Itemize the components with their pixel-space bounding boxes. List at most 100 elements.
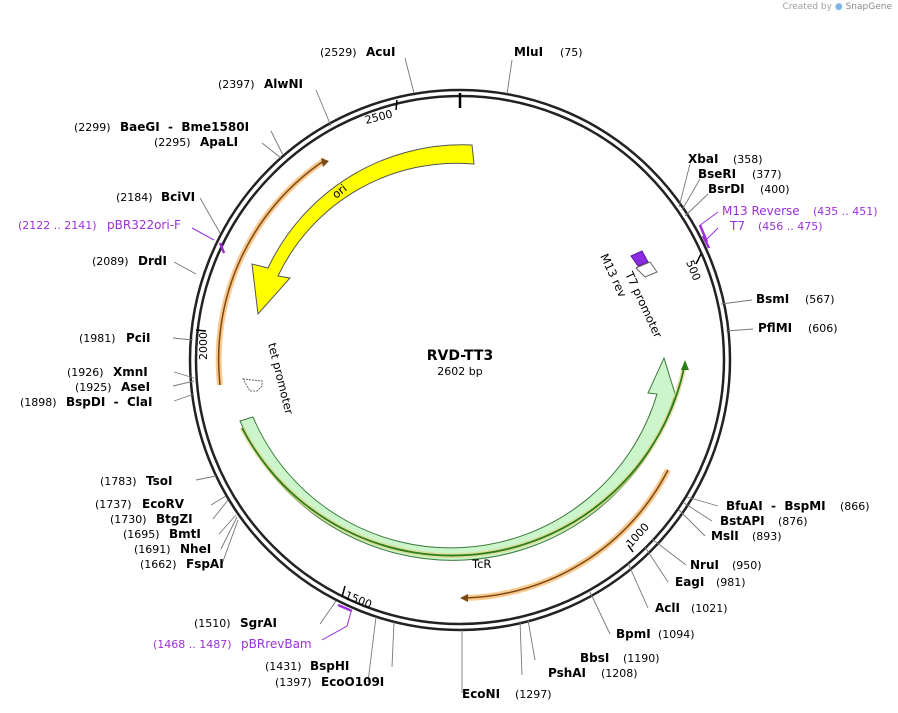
site-pos: (2089) bbox=[92, 255, 129, 268]
site-name: BtgZI bbox=[156, 512, 193, 526]
site-nrui[interactable]: NruI (950) bbox=[690, 558, 762, 572]
site-drdi[interactable]: (2089) DrdI bbox=[92, 254, 167, 268]
site-fspai[interactable]: (1662) FspAI bbox=[140, 557, 224, 571]
site-msli[interactable]: MslI (893) bbox=[711, 529, 782, 543]
site-nhei[interactable]: (1691) NheI bbox=[134, 542, 211, 556]
site-name: BsrDI bbox=[708, 182, 745, 196]
primer-name: pBR322ori-F bbox=[107, 218, 181, 232]
snapgene-credit: Created by ● SnapGene bbox=[782, 2, 892, 12]
site-pos: (866) bbox=[840, 500, 870, 513]
site-pos: (1925) bbox=[75, 381, 112, 394]
orf-right-line bbox=[464, 469, 669, 599]
site-pos: (2295) bbox=[154, 136, 191, 149]
site-acli[interactable]: AclI (1021) bbox=[655, 601, 728, 615]
orf-left-arrowhead bbox=[321, 158, 329, 167]
site-bsmi[interactable]: BsmI (567) bbox=[756, 292, 835, 306]
primer-pbrrevbam[interactable]: (1468 .. 1487) pBRrevBam bbox=[153, 611, 352, 651]
site-name: AlwNI bbox=[264, 77, 303, 91]
site-bbsi[interactable]: BbsI (1190) bbox=[580, 651, 660, 665]
site-pos: (1397) bbox=[275, 676, 312, 689]
site-tsoi[interactable]: (1783) TsoI bbox=[100, 474, 172, 488]
orf-left-line bbox=[217, 159, 326, 386]
site-name: EcoO109I bbox=[321, 675, 384, 689]
site-ecoo109i[interactable]: (1397) EcoO109I bbox=[275, 675, 384, 689]
site-name: PciI bbox=[126, 331, 151, 345]
site-ecorv[interactable]: (1737) EcoRV bbox=[95, 497, 185, 511]
site-name: PshAI bbox=[548, 666, 586, 680]
tet-promoter-feature[interactable]: tet promoter bbox=[242, 341, 296, 416]
site-baegi-bme1580i[interactable]: (2299) BaeGI - Bme1580I bbox=[74, 120, 249, 134]
site-pos: (1926) bbox=[67, 366, 104, 379]
ori-feature[interactable]: ori bbox=[251, 144, 475, 316]
site-eagi[interactable]: EagI (981) bbox=[675, 575, 746, 589]
t7-promoter-feature[interactable]: T7 promoter bbox=[622, 261, 665, 340]
tick-2000: 2000 bbox=[197, 332, 210, 360]
site-name: XmnI bbox=[113, 365, 148, 379]
site-pos: (377) bbox=[752, 168, 782, 181]
site-pos: (1783) bbox=[100, 475, 137, 488]
primer-name: T7 bbox=[729, 219, 745, 233]
primer-markers bbox=[218, 224, 711, 613]
primer-t7[interactable]: T7 (456 .. 475) bbox=[705, 219, 823, 241]
site-pos: (2184) bbox=[116, 191, 153, 204]
site-name: PflMI bbox=[758, 321, 792, 335]
site-name: BaeGI - Bme1580I bbox=[120, 120, 249, 134]
site-pos: (1898) bbox=[20, 396, 57, 409]
site-asei[interactable]: (1925) AseI bbox=[75, 380, 150, 394]
plasmid-length: 2602 bp bbox=[437, 365, 482, 378]
site-name: BbsI bbox=[580, 651, 609, 665]
site-name: EagI bbox=[675, 575, 704, 589]
site-btgzi[interactable]: (1730) BtgZI bbox=[110, 512, 193, 526]
primer-m13-reverse[interactable]: M13 Reverse (435 .. 451) bbox=[698, 204, 878, 227]
site-name: BspHI bbox=[310, 659, 349, 673]
site-sgrai[interactable]: (1510) SgrAI bbox=[194, 616, 277, 630]
orf-green-glow bbox=[239, 367, 687, 558]
site-pflmi[interactable]: PflMI (606) bbox=[758, 321, 838, 335]
site-xmni[interactable]: (1926) XmnI bbox=[67, 365, 148, 379]
tcr-label: TcR bbox=[471, 557, 491, 571]
site-econi[interactable]: EcoNI (1297) bbox=[462, 687, 552, 701]
tet-promoter-label: tet promoter bbox=[265, 341, 296, 416]
site-xbai[interactable]: XbaI (358) bbox=[688, 152, 763, 166]
site-pcii[interactable]: (1981) PciI bbox=[79, 331, 151, 345]
primer-pbr322ori-f[interactable]: (2122 .. 2141) pBR322ori-F bbox=[18, 218, 215, 241]
primer-range: (1468 .. 1487) bbox=[153, 638, 232, 651]
site-acui[interactable]: (2529) AcuI bbox=[320, 45, 395, 59]
site-bfuai-bspmi[interactable]: BfuAI - BspMI (866) bbox=[726, 499, 870, 513]
site-pos: (1297) bbox=[515, 688, 552, 701]
site-mlui[interactable]: MluI (75) bbox=[514, 45, 583, 59]
site-name: BspDI - ClaI bbox=[66, 395, 152, 409]
site-bmti[interactable]: (1695) BmtI bbox=[123, 527, 201, 541]
site-name: AseI bbox=[121, 380, 150, 394]
site-pos: (2397) bbox=[218, 78, 255, 91]
credit-prefix: Created by bbox=[782, 2, 832, 12]
site-bcivi[interactable]: (2184) BciVI bbox=[116, 190, 195, 204]
site-alwni[interactable]: (2397) AlwNI bbox=[218, 77, 303, 91]
site-bspdi-clai[interactable]: (1898) BspDI - ClaI bbox=[20, 395, 152, 409]
site-name: AclI bbox=[655, 601, 680, 615]
site-name: EcoNI bbox=[462, 687, 500, 701]
site-name: MluI bbox=[514, 45, 543, 59]
primer-range: (456 .. 475) bbox=[758, 220, 823, 233]
tick-500: 500 bbox=[683, 258, 703, 282]
site-name: BpmI bbox=[616, 627, 651, 641]
credit-brand: SnapGene bbox=[845, 2, 892, 12]
site-pshai[interactable]: PshAI (1208) bbox=[548, 666, 638, 680]
site-name: MslI bbox=[711, 529, 739, 543]
site-name: NruI bbox=[690, 558, 719, 572]
site-name: XbaI bbox=[688, 152, 718, 166]
site-pos: (75) bbox=[560, 46, 583, 59]
site-bsphi[interactable]: (1431) BspHI bbox=[265, 659, 349, 673]
site-leaders bbox=[172, 57, 754, 693]
snapgene-logo-icon: ● bbox=[834, 2, 843, 12]
site-bsrdi[interactable]: BsrDI (400) bbox=[708, 182, 790, 196]
site-pos: (1737) bbox=[95, 498, 132, 511]
site-pos: (1208) bbox=[601, 667, 638, 680]
site-pos: (1094) bbox=[658, 628, 695, 641]
site-bseri[interactable]: BseRI (377) bbox=[698, 167, 782, 181]
site-pos: (2299) bbox=[74, 121, 111, 134]
site-apali[interactable]: (2295) ApaLI bbox=[154, 135, 238, 149]
restriction-sites: MluI (75) XbaI (358) BseRI (377) BsrDI (… bbox=[20, 45, 870, 701]
site-bstapi[interactable]: BstAPI (876) bbox=[720, 514, 808, 528]
site-bpmi[interactable]: BpmI (1094) bbox=[616, 627, 695, 641]
